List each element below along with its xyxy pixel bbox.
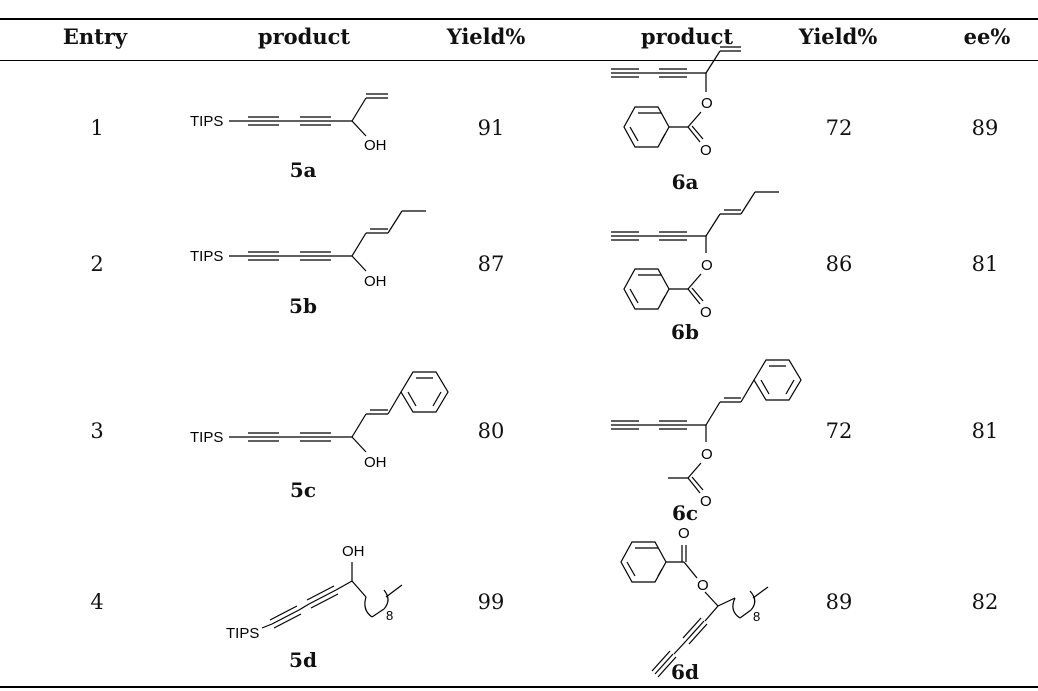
svg-text:OH: OH — [364, 137, 387, 154]
svg-text:O: O — [701, 95, 713, 112]
svg-text:TIPS: TIPS — [190, 248, 223, 265]
svg-text:TIPS: TIPS — [190, 429, 223, 446]
svg-text:O: O — [697, 577, 709, 594]
row2-yield1: 87 — [477, 252, 505, 276]
svg-text:OH: OH — [342, 543, 365, 560]
row1-entry: 1 — [90, 116, 104, 140]
svg-text:O: O — [701, 257, 713, 274]
row1-compound-6a: 6a — [671, 170, 699, 194]
svg-text:O: O — [700, 493, 712, 510]
table-bottom-rule — [0, 686, 1038, 688]
row2-yield2: 86 — [825, 252, 853, 276]
header-yield-2: Yield% — [798, 24, 878, 49]
header-entry: Entry — [62, 24, 128, 49]
table-top-rule — [0, 18, 1038, 20]
svg-text:8: 8 — [753, 609, 760, 624]
row3-compound-6c: 6c — [671, 501, 699, 525]
row3-entry: 3 — [90, 419, 104, 443]
header-product-1: product — [257, 24, 351, 49]
row3-compound-5c: 5c — [289, 478, 317, 502]
svg-text:OH: OH — [364, 273, 387, 290]
row4-compound-5d: 5d — [289, 648, 317, 672]
header-product-2: product — [640, 24, 734, 49]
row1-compound-5a: 5a — [289, 158, 317, 182]
svg-text:OH: OH — [364, 454, 387, 471]
row2-compound-6b: 6b — [671, 320, 699, 344]
svg-text:O: O — [678, 525, 690, 542]
svg-text:8: 8 — [386, 608, 393, 623]
svg-text:TIPS: TIPS — [226, 625, 259, 642]
svg-text:TIPS: TIPS — [190, 113, 223, 130]
header-yield-1: Yield% — [446, 24, 526, 49]
header-ee: ee% — [963, 24, 1011, 49]
row4-yield1: 99 — [477, 590, 505, 614]
row1-yield1: 91 — [477, 116, 505, 140]
table-header-rule — [0, 60, 1038, 61]
svg-text:O: O — [700, 304, 712, 321]
row3-ee: 81 — [971, 419, 999, 443]
row1-yield2: 72 — [825, 116, 853, 140]
row4-yield2: 89 — [825, 590, 853, 614]
row2-compound-5b: 5b — [289, 294, 317, 318]
svg-text:O: O — [701, 446, 713, 463]
row4-entry: 4 — [90, 590, 104, 614]
row3-yield1: 80 — [477, 419, 505, 443]
svg-text:O: O — [700, 142, 712, 159]
row4-ee: 82 — [971, 590, 999, 614]
row4-compound-6d: 6d — [671, 660, 699, 684]
row3-yield2: 72 — [825, 419, 853, 443]
row1-ee: 89 — [971, 116, 999, 140]
row2-entry: 2 — [90, 252, 104, 276]
row2-ee: 81 — [971, 252, 999, 276]
